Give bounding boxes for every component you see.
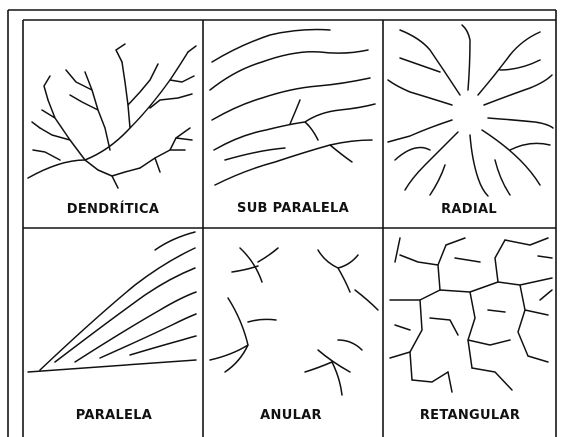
pattern-label-subparalela: SUB PARALELA	[237, 201, 349, 216]
pattern-label-anular: ANULAR	[260, 408, 322, 423]
radial-pattern-drawing	[388, 25, 553, 196]
subparallel-pattern-drawing	[210, 30, 375, 185]
dendritic-pattern-drawing	[28, 44, 196, 188]
annular-pattern-drawing	[210, 248, 378, 395]
pattern-label-retangular: RETANGULAR	[420, 408, 520, 423]
pattern-label-dendritica: DENDRÍTICA	[67, 201, 160, 217]
grid	[8, 10, 556, 437]
pattern-label-paralela: PARALELA	[76, 408, 152, 423]
pattern-label-radial: RADIAL	[441, 202, 497, 217]
rectangular-pattern-drawing	[390, 238, 552, 392]
parallel-pattern-drawing	[28, 232, 196, 372]
